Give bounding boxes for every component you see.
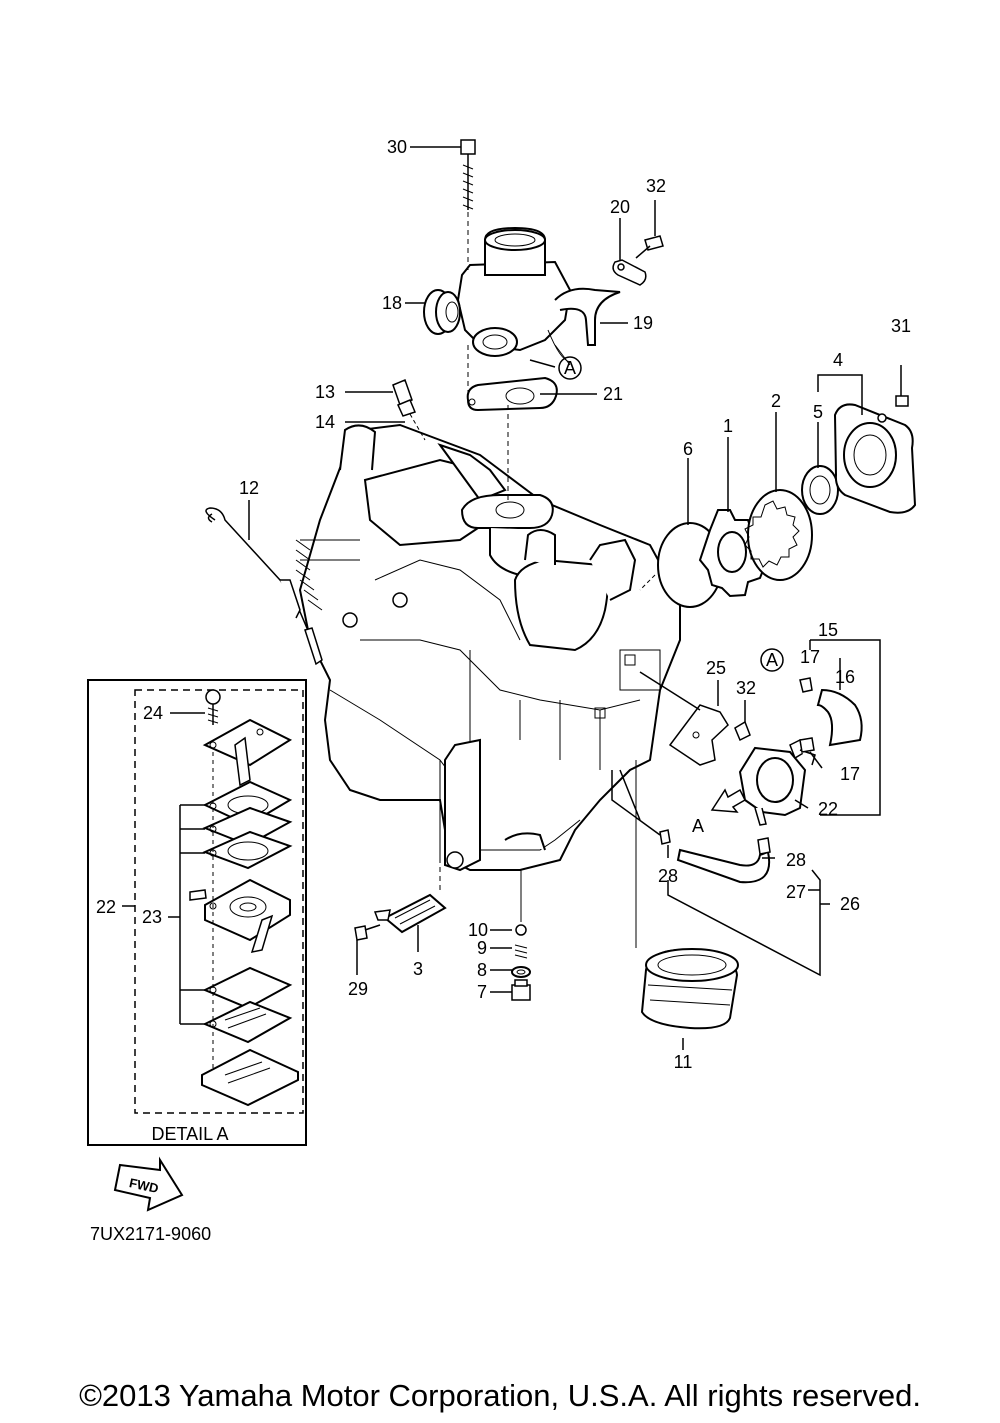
- callout-20: 20: [610, 197, 630, 217]
- bracket-25: [668, 700, 751, 766]
- fwd-label: FWD: [128, 1175, 160, 1196]
- hose-27: [676, 848, 771, 884]
- drain-plug-set: [511, 870, 531, 1001]
- marker-a-right: A: [760, 648, 784, 672]
- callout-9: 9: [477, 938, 487, 958]
- sensor-13: [392, 379, 426, 441]
- callout-12: 12: [239, 478, 259, 498]
- fuel-pump-22: [738, 738, 816, 826]
- callout-11: 11: [674, 1052, 693, 1072]
- callout-6: 6: [683, 439, 693, 459]
- callout-28-left: 28: [658, 866, 678, 886]
- detail-a-label: DETAIL A: [151, 1124, 228, 1144]
- callout-17-bottom: 17: [840, 764, 860, 784]
- callout-23: 23: [142, 907, 162, 927]
- arrow-a-label: A: [692, 816, 704, 836]
- callout-10: 10: [468, 920, 488, 940]
- marker-a-right-label: A: [766, 650, 778, 670]
- marker-a-top: A: [529, 356, 582, 380]
- callout-18: 18: [382, 293, 402, 313]
- callout-3: 3: [413, 959, 423, 979]
- callout-26: 26: [840, 894, 860, 914]
- callout-29: 29: [348, 979, 368, 999]
- bracket-20: [612, 200, 664, 286]
- callout-numbers: 1 2 3 4 5 6 7 8 9 10 11 12 13 14 15 16 1…: [96, 137, 911, 1072]
- callout-22-detail: 22: [96, 897, 116, 917]
- oil-filter-11: [635, 760, 739, 1030]
- gear-2: [744, 489, 813, 581]
- callout-14: 14: [315, 412, 335, 432]
- gasket-21: [466, 345, 558, 500]
- bolt-29: [354, 924, 381, 941]
- callout-21: 21: [603, 384, 623, 404]
- callout-30: 30: [387, 137, 407, 157]
- callout-4: 4: [833, 350, 843, 370]
- arrow-a: A: [692, 788, 746, 836]
- callout-24: 24: [143, 703, 163, 723]
- callout-16: 16: [835, 667, 855, 687]
- callout-28-right: 28: [786, 850, 806, 870]
- cover-4: [833, 365, 917, 514]
- callout-22: 22: [818, 799, 838, 819]
- marker-a-top-label: A: [564, 358, 576, 378]
- bolt-30: [460, 139, 476, 270]
- callout-7: 7: [477, 982, 487, 1002]
- hose-16: [816, 688, 863, 747]
- callout-1: 1: [723, 416, 733, 436]
- callout-5: 5: [813, 402, 823, 422]
- callout-15: 15: [818, 620, 838, 640]
- copyright-notice: ©2013 Yamaha Motor Corporation, U.S.A. A…: [79, 1378, 921, 1413]
- dipstick-12: [205, 507, 323, 666]
- clamp-17: [799, 677, 815, 753]
- detail-a-box: DETAIL A: [87, 679, 307, 1146]
- callout-17-top: 17: [800, 647, 820, 667]
- callout-27: 27: [786, 882, 806, 902]
- callout-13: 13: [315, 382, 335, 402]
- diagram-code: 7UX2171-9060: [90, 1224, 211, 1244]
- callout-2: 2: [771, 391, 781, 411]
- callout-32-mid: 32: [736, 678, 756, 698]
- seal-5: [801, 465, 839, 515]
- callout-8: 8: [477, 960, 487, 980]
- callout-32-top: 32: [646, 176, 666, 196]
- engine-block: [295, 423, 681, 872]
- carburetor: [423, 226, 621, 366]
- clamp-28: [659, 829, 771, 855]
- callout-25: 25: [706, 658, 726, 678]
- leader-lines: [170, 146, 881, 1050]
- callout-31: 31: [891, 316, 911, 336]
- strainer-3: [373, 800, 447, 934]
- callout-19: 19: [633, 313, 653, 333]
- fwd-arrow: FWD: [113, 1156, 184, 1212]
